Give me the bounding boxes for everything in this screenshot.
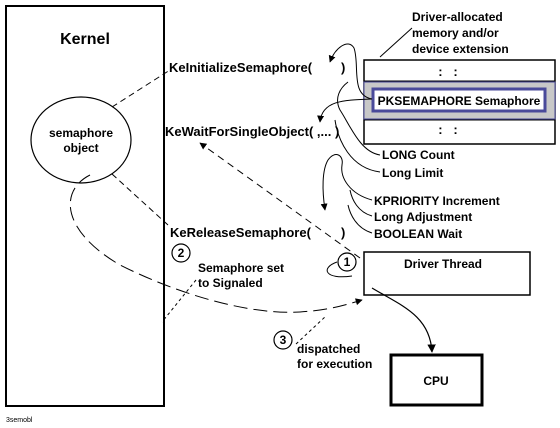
memory-ellipsis-top: : : bbox=[438, 64, 458, 79]
kernel-box bbox=[5, 5, 165, 407]
function-release: KeReleaseSemaphore( bbox=[170, 225, 312, 240]
cpu-box bbox=[389, 353, 484, 407]
arrow-signal-to-thread bbox=[69, 174, 363, 313]
semaphore-field-label: PKSEMAPHORE Semaphore bbox=[378, 94, 541, 108]
param-limit: Long Limit bbox=[382, 166, 443, 180]
param-adjustment: Long Adjustment bbox=[374, 210, 472, 224]
memory-note-line2: memory and/or bbox=[412, 26, 499, 40]
driver-thread-box bbox=[363, 251, 531, 296]
step-3-badge bbox=[273, 330, 293, 350]
memory-note-pointer bbox=[379, 27, 413, 58]
function-wait: KeWaitForSingleObject( ,... ) bbox=[165, 124, 339, 139]
param-count: LONG Count bbox=[382, 148, 455, 162]
cpu-label: CPU bbox=[423, 374, 448, 388]
step-3-pointer bbox=[295, 315, 327, 345]
semaphore-object-label-line1: semaphore bbox=[49, 126, 113, 140]
step-3-number: 3 bbox=[280, 333, 287, 347]
step-3-text-line2: for execution bbox=[297, 357, 372, 371]
connector-object-to-initialize bbox=[111, 69, 171, 108]
function-initialize-close: ) bbox=[341, 60, 345, 75]
step-3-text-line1: dispatched bbox=[297, 342, 360, 356]
step-1-number: 1 bbox=[344, 255, 351, 269]
connector-param-wait bbox=[347, 204, 373, 234]
arrow-semaphore-to-initialize bbox=[328, 43, 373, 100]
param-increment: KPRIORITY Increment bbox=[374, 194, 500, 208]
connector-param-limit bbox=[334, 119, 381, 173]
arrow-thread-to-cpu bbox=[371, 287, 436, 353]
figure-id: 3semobl bbox=[6, 417, 33, 424]
step-2-pointer bbox=[161, 279, 197, 323]
step-1-pointer bbox=[326, 261, 353, 278]
connector-param-increment bbox=[320, 154, 373, 211]
param-wait: BOOLEAN Wait bbox=[374, 227, 462, 241]
step-1-badge bbox=[337, 252, 357, 272]
connector-param-count bbox=[337, 81, 381, 156]
memory-note-line3: device extension bbox=[412, 42, 509, 56]
memory-note-line1: Driver-allocated bbox=[412, 10, 503, 24]
step-2-badge bbox=[171, 243, 191, 263]
step-2-text-line2: to Signaled bbox=[198, 276, 263, 290]
connector-object-to-release bbox=[111, 173, 169, 226]
memory-ellipsis-bottom: : : bbox=[438, 122, 458, 137]
semaphore-field bbox=[371, 87, 547, 113]
kernel-title: Kernel bbox=[60, 31, 110, 48]
arrow-thread-waits bbox=[199, 142, 361, 259]
arrow-semaphore-to-wait bbox=[317, 98, 373, 123]
step-2-number: 2 bbox=[178, 246, 185, 260]
semaphore-object bbox=[30, 96, 132, 184]
function-release-close: ) bbox=[341, 225, 345, 240]
function-initialize: KeInitializeSemaphore( bbox=[169, 60, 313, 75]
step-2-text-line1: Semaphore set bbox=[198, 261, 284, 275]
semaphore-object-label-line2: object bbox=[63, 141, 98, 155]
driver-thread-label: Driver Thread bbox=[404, 257, 482, 271]
connector-param-adjustment bbox=[349, 189, 373, 217]
